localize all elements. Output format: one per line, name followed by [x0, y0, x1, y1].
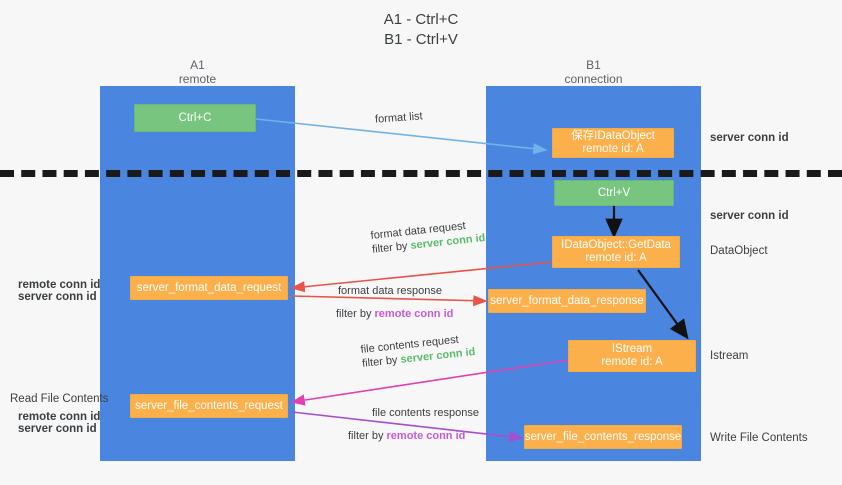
left-label-remote-conn-id-2: remote conn id — [18, 411, 101, 423]
box-server-file-contents-request-label: server_file_contents_request — [135, 399, 283, 412]
side-label-istream: Istream — [710, 350, 749, 362]
box-ctrl-c-label: Ctrl+C — [178, 111, 212, 124]
edge-label-file-contents-response-filter: filter by remote conn id — [348, 429, 479, 443]
title-line-2: B1 - Ctrl+V — [384, 31, 458, 48]
box-server-format-data-response-label: server_format_data_response — [490, 294, 644, 307]
lane-header-b1-sub: connection — [564, 72, 623, 86]
edge-label-file-contents-request: file contents request filter by server c… — [360, 331, 476, 371]
box-server-format-data-request-label: server_format_data_request — [136, 281, 282, 294]
left-label-read-file-contents: Read File Contents — [10, 393, 109, 405]
left-label-remote-conn-id-1: remote conn id — [18, 279, 101, 291]
filter-prefix: filter by — [361, 353, 402, 370]
left-label-group-file: remote conn id server conn id — [18, 411, 100, 435]
box-ctrl-v-label: Ctrl+V — [597, 186, 631, 199]
phase-divider — [0, 170, 842, 177]
box-server-file-contents-response[interactable]: server_file_contents_response — [524, 425, 682, 449]
box-ctrl-v[interactable]: Ctrl+V — [554, 180, 674, 206]
box-ctrl-c[interactable]: Ctrl+C — [134, 104, 256, 132]
box-server-file-contents-response-label: server_file_contents_response — [524, 430, 682, 443]
box-istream-line2: remote id: A — [601, 356, 663, 368]
lane-header-b1: B1 connection — [486, 58, 701, 86]
box-idataobject-getdata[interactable]: IDataObject::GetData remote id: A — [552, 236, 680, 268]
edge-label-format-list: format list — [374, 110, 424, 126]
left-label-group-format: remote conn id server conn id — [18, 279, 100, 303]
diagram-title: A1 - Ctrl+C B1 - Ctrl+V — [0, 10, 842, 50]
side-label-write-file-contents: Write File Contents — [710, 432, 808, 444]
lane-header-a1-name: A1 — [190, 58, 205, 72]
box-server-format-data-response[interactable]: server_format_data_response — [488, 289, 646, 313]
left-label-server-conn-id-2: server conn id — [18, 423, 97, 435]
box-istream-line1: IStream — [611, 343, 653, 355]
box-save-idataobject-line1: 保存IDataObject — [571, 130, 655, 142]
filter-prefix: filter by — [371, 239, 412, 256]
filter-prefix: filter by — [336, 308, 375, 320]
box-server-format-data-request[interactable]: server_format_data_request — [130, 276, 288, 300]
lane-header-a1: A1 remote — [100, 58, 295, 86]
edge-label-format-data-response: format data response filter by remote co… — [336, 284, 453, 321]
lane-header-a1-sub: remote — [178, 72, 217, 86]
edge-label-file-contents-response: file contents response filter by remote … — [348, 406, 480, 443]
box-server-file-contents-request[interactable]: server_file_contents_request — [130, 394, 288, 418]
title-line-1: A1 - Ctrl+C — [383, 11, 459, 28]
edge-label-format-data-request: format data request filter by server con… — [370, 217, 486, 257]
lane-header-b1-name: B1 — [586, 58, 601, 72]
edge-label-format-data-response-title: format data response — [338, 285, 442, 297]
filter-prefix: filter by — [348, 430, 387, 442]
box-save-idataobject[interactable]: 保存IDataObject remote id: A — [552, 128, 674, 158]
filter-key-remote-conn-id: remote conn id — [386, 430, 466, 442]
box-idataobject-getdata-line2: remote id: A — [585, 252, 647, 264]
side-label-server-conn-id-top: server conn id — [710, 132, 789, 144]
side-label-server-conn-id-mid: server conn id — [710, 210, 789, 222]
edge-label-format-data-response-filter: filter by remote conn id — [336, 307, 453, 321]
filter-key-remote-conn-id: remote conn id — [374, 308, 454, 320]
side-label-dataobject: DataObject — [710, 245, 768, 257]
box-save-idataobject-line2: remote id: A — [582, 143, 644, 155]
box-istream[interactable]: IStream remote id: A — [568, 340, 696, 372]
box-idataobject-getdata-line1: IDataObject::GetData — [561, 239, 671, 251]
edge-label-file-contents-response-title: file contents response — [372, 407, 480, 419]
left-label-server-conn-id-1: server conn id — [18, 291, 97, 303]
